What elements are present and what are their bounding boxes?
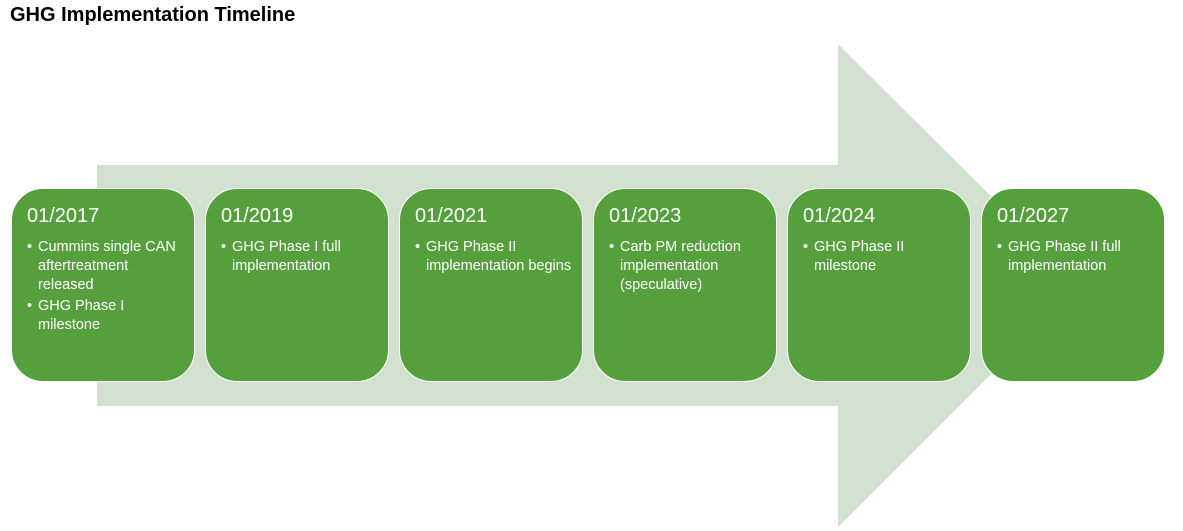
milestone-bullet: GHG Phase I full implementation [221,238,380,276]
milestone-box: 01/2027GHG Phase II full implementation [981,188,1165,382]
milestone-bullet: GHG Phase II implementation begins [415,238,574,276]
milestone-bullet: GHG Phase I milestone [27,297,186,335]
milestone-box: 01/2024GHG Phase II milestone [787,188,971,382]
milestone-date: 01/2017 [27,205,100,227]
milestone-date: 01/2027 [997,205,1070,227]
milestone-bullet: GHG Phase II milestone [803,238,962,276]
milestone-date: 01/2019 [221,205,294,227]
timeline-arrow-shape [97,44,1080,527]
milestone-bullets: GHG Phase I full implementation [221,238,380,276]
milestone-box: 01/2021GHG Phase II implementation begin… [399,188,583,382]
milestone-bullets: GHG Phase II full implementation [997,238,1156,276]
milestone-box: 01/2019GHG Phase I full implementation [205,188,389,382]
milestone-bullet: Cummins single CAN aftertreatment releas… [27,238,186,295]
milestone-date: 01/2024 [803,205,876,227]
milestone-bullets: GHG Phase II milestone [803,238,962,276]
page-title: GHG Implementation Timeline [10,4,296,26]
milestone-bullets: Cummins single CAN aftertreatment releas… [27,238,186,335]
milestone-bullet: Carb PM reduction implementation (specul… [609,238,768,295]
milestone-list: 01/2017Cummins single CAN aftertreatment… [11,188,1165,382]
milestone-date: 01/2023 [609,205,682,227]
milestone-bullet: GHG Phase II full implementation [997,238,1156,276]
milestone-bullets: Carb PM reduction implementation (specul… [609,238,768,295]
milestone-date: 01/2021 [415,205,488,227]
milestone-box: 01/2017Cummins single CAN aftertreatment… [11,188,195,382]
milestone-bullets: GHG Phase II implementation begins [415,238,574,276]
milestone-box: 01/2023Carb PM reduction implementation … [593,188,777,382]
